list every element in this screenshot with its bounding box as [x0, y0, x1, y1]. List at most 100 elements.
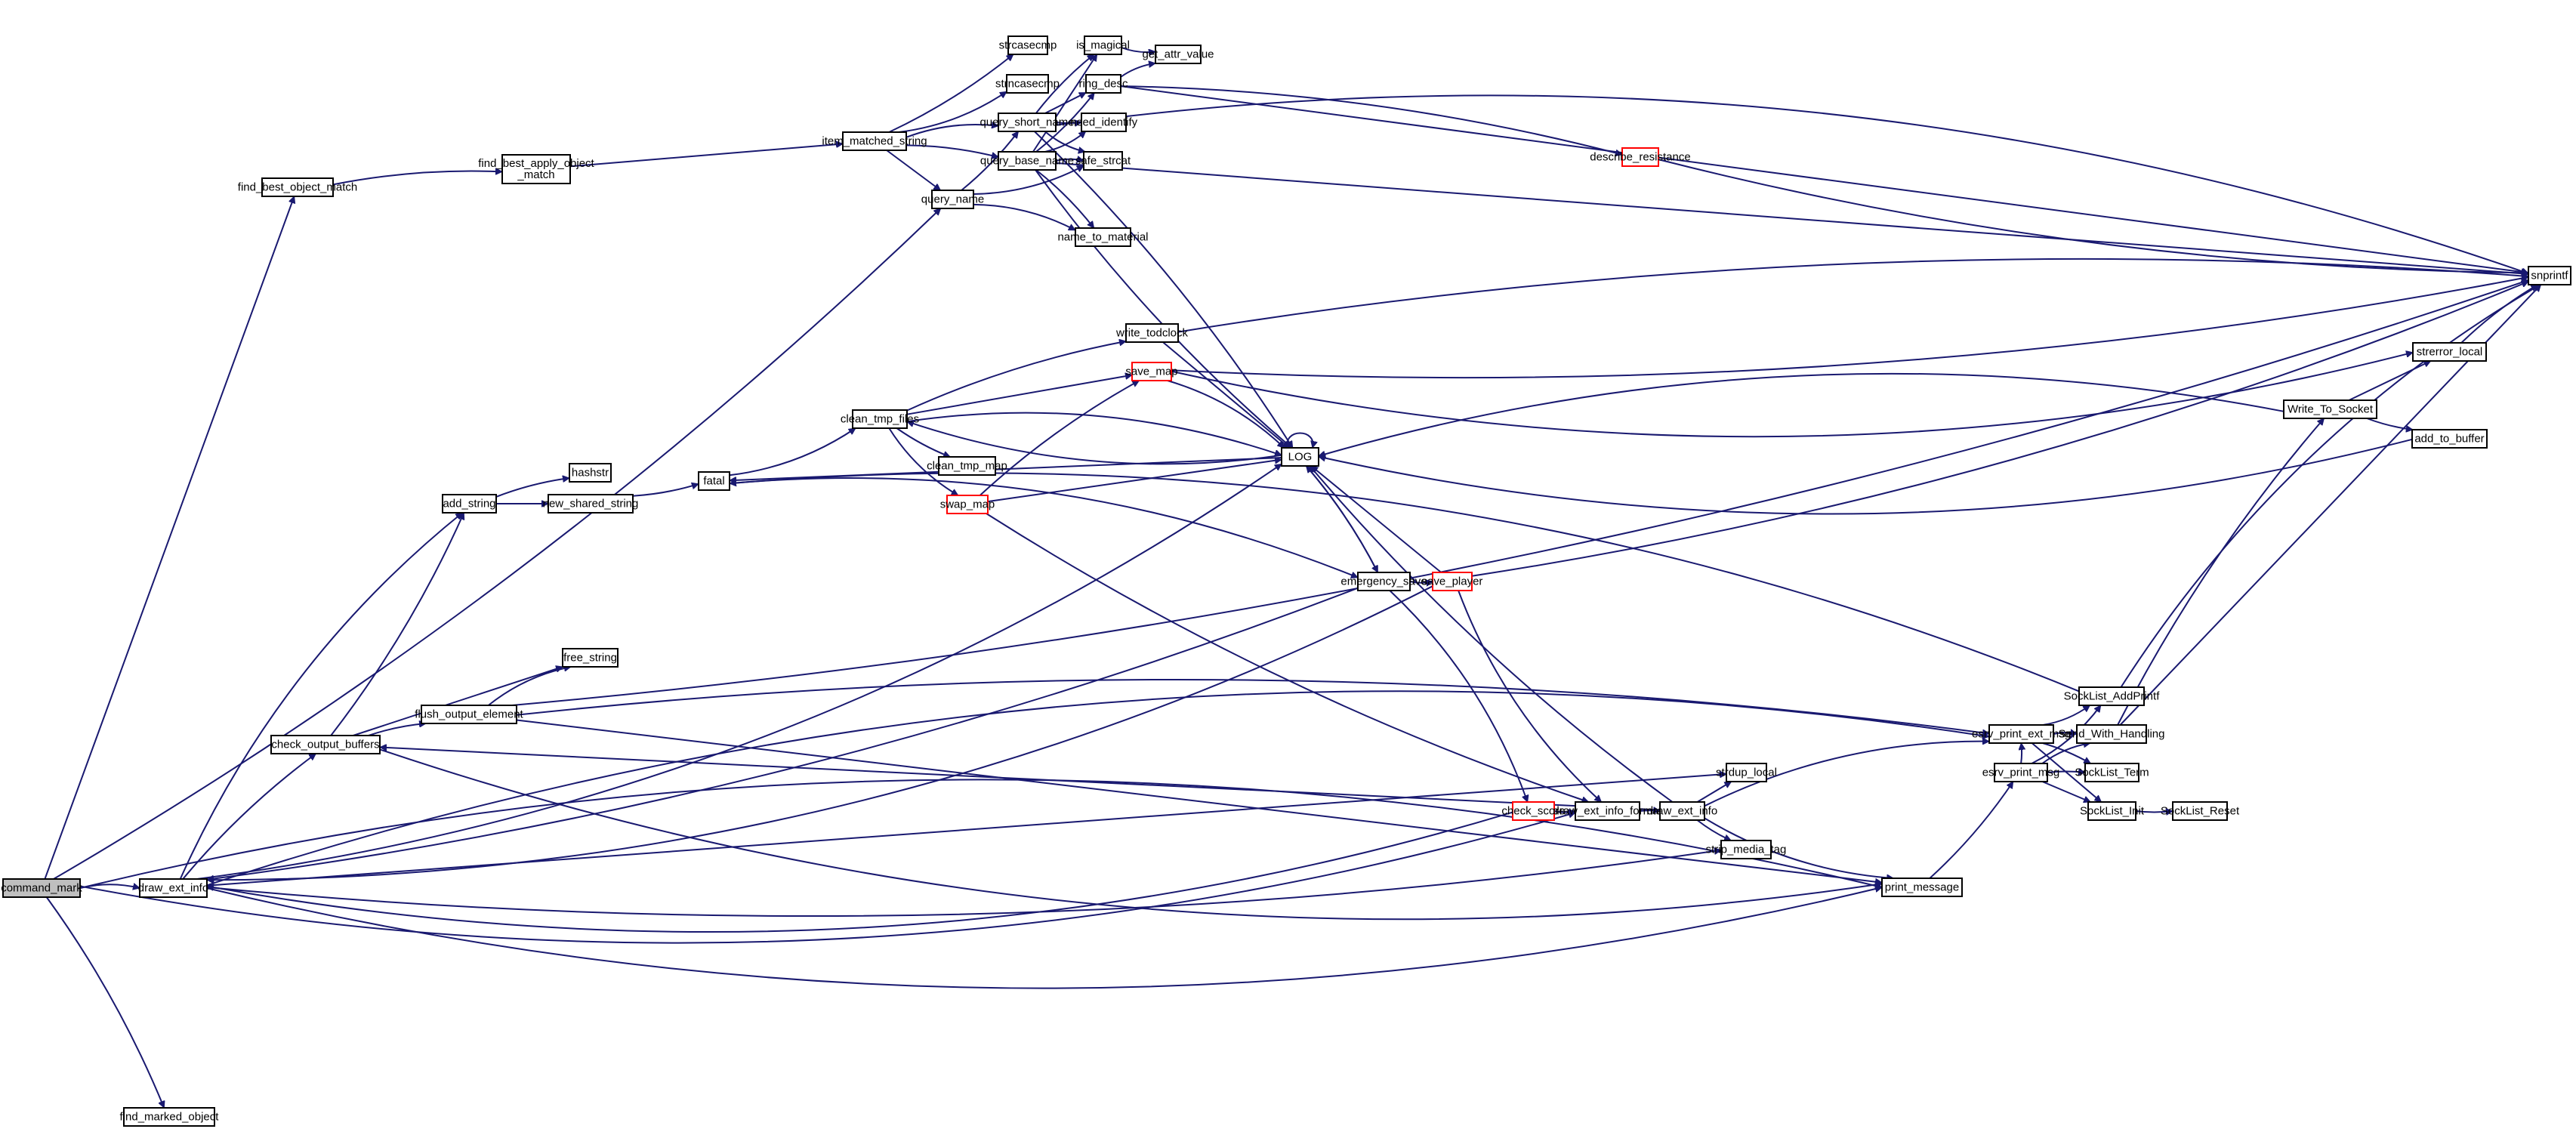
- edge-LOG-to-clean_tmp_files: [907, 421, 1282, 465]
- node-label: query_short_name: [979, 116, 1074, 129]
- node-socklist-addprintf[interactable]: SockList_AddPrintf: [2064, 686, 2161, 706]
- edge-clean_tmp_files-to-clean_tmp_map: [896, 427, 950, 457]
- node-is-magical[interactable]: is_magical: [1076, 35, 1130, 55]
- node-box: [2076, 724, 2147, 744]
- node-new-shared-string[interactable]: new_shared_string: [543, 494, 639, 514]
- node-hashstr[interactable]: hashstr: [569, 463, 612, 483]
- node-label: flush_output_element: [415, 708, 523, 721]
- node-write-todclock[interactable]: write_todclock: [1115, 323, 1189, 343]
- edge-query_name-to-query_short_name: [961, 131, 1020, 191]
- node-socklist-term[interactable]: SockList_Term: [2075, 763, 2149, 782]
- node-strncasecmp[interactable]: strncasecmp: [995, 74, 1060, 94]
- node-box: [2412, 342, 2487, 362]
- node-box: [931, 190, 974, 209]
- node-query-base-name[interactable]: query_base_name: [980, 151, 1074, 171]
- node-box: [1083, 151, 1123, 171]
- node-box: [1881, 878, 1963, 897]
- node-get-attr-value[interactable]: get_attr_value: [1142, 45, 1214, 64]
- node-box: [1659, 801, 1705, 821]
- node-name-to-material[interactable]: name_to_material: [1057, 227, 1149, 247]
- edge-draw_ext_info_2-to-strdup_local: [1696, 781, 1732, 803]
- edge-draw_ext_info-to-LOG: [196, 463, 1282, 880]
- node-log[interactable]: LOG: [1281, 447, 1319, 467]
- node-find-marked-object[interactable]: find_marked_object: [120, 1107, 220, 1127]
- node-label: SockList_AddPrintf: [2064, 690, 2161, 703]
- node-add-to-buffer[interactable]: add_to_buffer: [2411, 429, 2488, 449]
- node-label: strncasecmp: [995, 78, 1060, 91]
- edge-check_score-to-draw_ext_info: [207, 811, 1513, 933]
- node-draw-ext-info[interactable]: draw_ext_info: [138, 878, 208, 898]
- node-ring-desc[interactable]: ring_desc: [1078, 74, 1128, 94]
- edge-esrv_print_ext_msg-to-SockList_Init: [2031, 742, 2102, 803]
- node-box: [1081, 113, 1127, 132]
- node-label: strdup_local: [1716, 766, 1777, 779]
- node-box: [562, 648, 619, 668]
- node-label: check_output_buffers: [271, 739, 379, 751]
- node-esrv-print-msg[interactable]: esrv_print_msg: [1982, 763, 2060, 782]
- node-check-score[interactable]: check_score: [1501, 801, 1566, 821]
- node-safe-strcat[interactable]: safe_strcat: [1075, 151, 1131, 171]
- node-write-to-socket[interactable]: Write_To_Socket: [2283, 399, 2377, 419]
- node-label: fatal: [703, 475, 724, 488]
- edge-Write_To_Socket-to-add_to_buffer: [2366, 418, 2413, 430]
- node-box: [2087, 801, 2136, 821]
- node-box: [261, 177, 334, 197]
- edge-describe_resistance-to-snprintf: [1658, 159, 2528, 273]
- node-send-with-handling[interactable]: Send_With_Handling: [2059, 724, 2165, 744]
- node-label: clean_tmp_files: [841, 413, 919, 426]
- node-clean-tmp-map[interactable]: clean_tmp_map: [927, 456, 1007, 476]
- node-save-map[interactable]: save_map: [1125, 362, 1178, 381]
- node-draw-ext-info-2[interactable]: draw_ext_info: [1647, 801, 1717, 821]
- node-snprintf[interactable]: snprintf: [2528, 266, 2571, 285]
- edge-find_best_object_match-to-find_best_apply_object_match: [332, 171, 502, 186]
- node-label: describe_resistance: [1590, 151, 1690, 164]
- node-box: [1621, 147, 1659, 167]
- node-strcasecmp[interactable]: strcasecmp: [999, 35, 1057, 55]
- node-save-player[interactable]: save_player: [1422, 572, 1483, 591]
- node-box: [2078, 686, 2145, 706]
- node-query-short-name[interactable]: query_short_name: [979, 113, 1075, 132]
- edge-swap_map-to-LOG: [987, 460, 1282, 503]
- node-label: write_todclock: [1115, 327, 1189, 340]
- node-esrv-print-ext-msg[interactable]: esrv_print_ext_msg: [1972, 724, 2071, 744]
- edge-command_mark-to-draw_ext_info_format: [79, 813, 1575, 944]
- edge-query_short_name-to-safe_strcat: [1044, 131, 1085, 152]
- node-emergency-save[interactable]: emergency_save: [1340, 572, 1427, 591]
- edge-ring_desc-to-snprintf: [1120, 85, 2528, 273]
- node-add-string[interactable]: add_string: [442, 494, 497, 514]
- node-clean-tmp-files[interactable]: clean_tmp_files: [841, 409, 919, 429]
- node-draw-ext-info-format[interactable]: draw_ext_info_format: [1553, 801, 1662, 821]
- node-need-identify[interactable]: need_identify: [1070, 113, 1138, 132]
- node-strdup-local[interactable]: strdup_local: [1716, 763, 1777, 782]
- edge-SockList_AddPrintf-to-snprintf: [2120, 284, 2541, 688]
- node-label: query_base_name: [980, 155, 1074, 168]
- node-socklist-reset[interactable]: SockList_Reset: [2161, 801, 2240, 821]
- edge-esrv_print_msg-to-SockList_Init: [2042, 781, 2090, 802]
- node-command-mark[interactable]: command_mark: [1, 878, 82, 898]
- node-strip-media-tag[interactable]: strip_media_tag: [1706, 840, 1787, 859]
- node-find-best-apply-object-match[interactable]: find_best_apply_object_match: [478, 154, 595, 184]
- node-label: esrv_print_ext_msg: [1972, 728, 2071, 741]
- node-free-string[interactable]: free_string: [562, 648, 619, 668]
- node-socklist-init[interactable]: SockList_Init: [2080, 801, 2145, 821]
- node-fatal[interactable]: fatal: [698, 471, 730, 491]
- node-swap-map[interactable]: swap_map: [940, 495, 995, 514]
- node-label: command_mark: [1, 882, 82, 895]
- node-box: [1281, 447, 1319, 467]
- node-find-best-object-match[interactable]: find_best_object_match: [238, 177, 357, 197]
- node-box: [2084, 763, 2139, 782]
- node-query-name[interactable]: query_name: [921, 190, 984, 209]
- nodes-layer: command_mark draw_ext_info find_marked_obj…: [1, 35, 2571, 1127]
- node-print-message[interactable]: print_message: [1881, 878, 1963, 897]
- edge-swap_map-to-draw_ext_info_format: [986, 513, 1589, 802]
- node-label: draw_ext_info: [138, 882, 208, 895]
- node-label: strcasecmp: [999, 39, 1057, 52]
- node-flush-output-element[interactable]: flush_output_element: [415, 705, 524, 724]
- node-strerror-local[interactable]: strerror_local: [2412, 342, 2487, 362]
- node-check-output-buffers[interactable]: check_output_buffers: [270, 735, 381, 754]
- node-describe-resistance[interactable]: describe_resistance: [1590, 147, 1691, 167]
- node-label: draw_ext_info_format: [1553, 805, 1662, 818]
- edge-esrv_print_msg-to-Send_With_Handling: [2041, 743, 2090, 764]
- edge-esrv_print_msg-to-SockList_Term: [2047, 772, 2085, 773]
- node-item-matched-string[interactable]: item_matched_string: [822, 131, 927, 151]
